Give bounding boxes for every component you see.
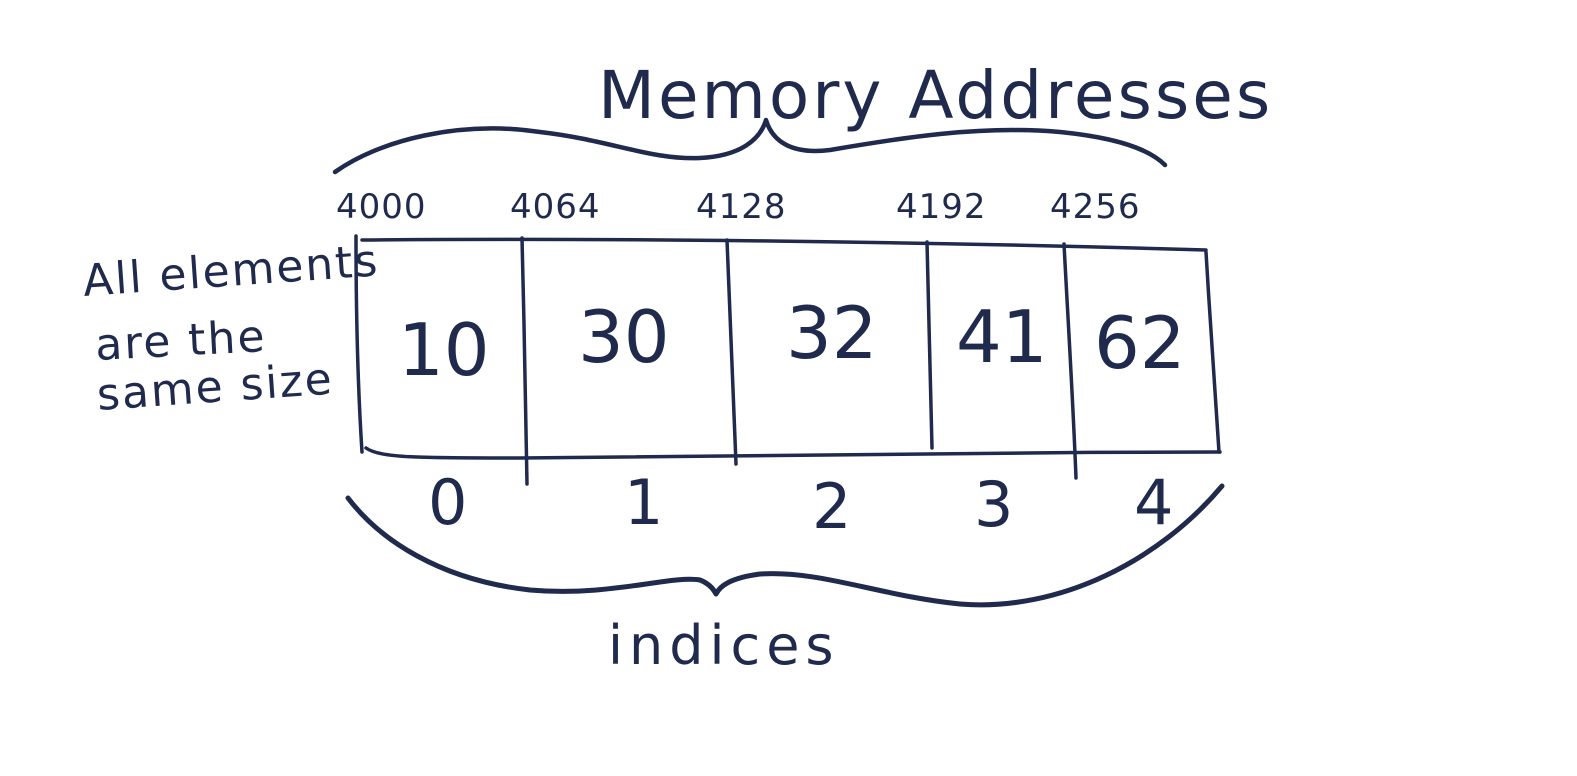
cell-divider-2 [725, 238, 738, 466]
address-label-4: 4256 [1050, 187, 1141, 227]
cell-value-4: 62 [1094, 301, 1186, 385]
index-label-1: 1 [624, 466, 663, 539]
cell-divider-4 [1062, 242, 1078, 480]
cell-value-3: 41 [956, 295, 1048, 379]
memory-addresses-title: Memory Addresses [598, 57, 1273, 134]
cell-divider-3 [925, 240, 934, 450]
cell-value-0: 10 [398, 308, 490, 392]
array-box [354, 234, 1222, 486]
index-label-4: 4 [1134, 466, 1173, 539]
address-label-2: 4128 [696, 187, 787, 227]
cell-divider-1 [520, 236, 529, 486]
note-line-1: All elements [81, 235, 381, 307]
note-line-2: are the [94, 311, 268, 371]
index-label-2: 2 [812, 470, 851, 543]
cell-value-1: 30 [578, 295, 670, 379]
addresses-brace [332, 117, 1168, 175]
address-label-1: 4064 [510, 187, 601, 227]
index-label-3: 3 [974, 468, 1013, 541]
array-box-bottom-edge [364, 446, 1222, 460]
indices-brace [345, 483, 1225, 608]
array-box-top-edge [360, 237, 1208, 252]
array-box-right-edge [1204, 250, 1221, 454]
index-label-0: 0 [428, 466, 467, 539]
cell-value-2: 32 [786, 291, 878, 375]
array-box-left-edge [354, 234, 364, 454]
indices-label: indices [608, 614, 840, 677]
address-label-0: 4000 [336, 187, 427, 227]
address-label-3: 4192 [896, 187, 987, 227]
